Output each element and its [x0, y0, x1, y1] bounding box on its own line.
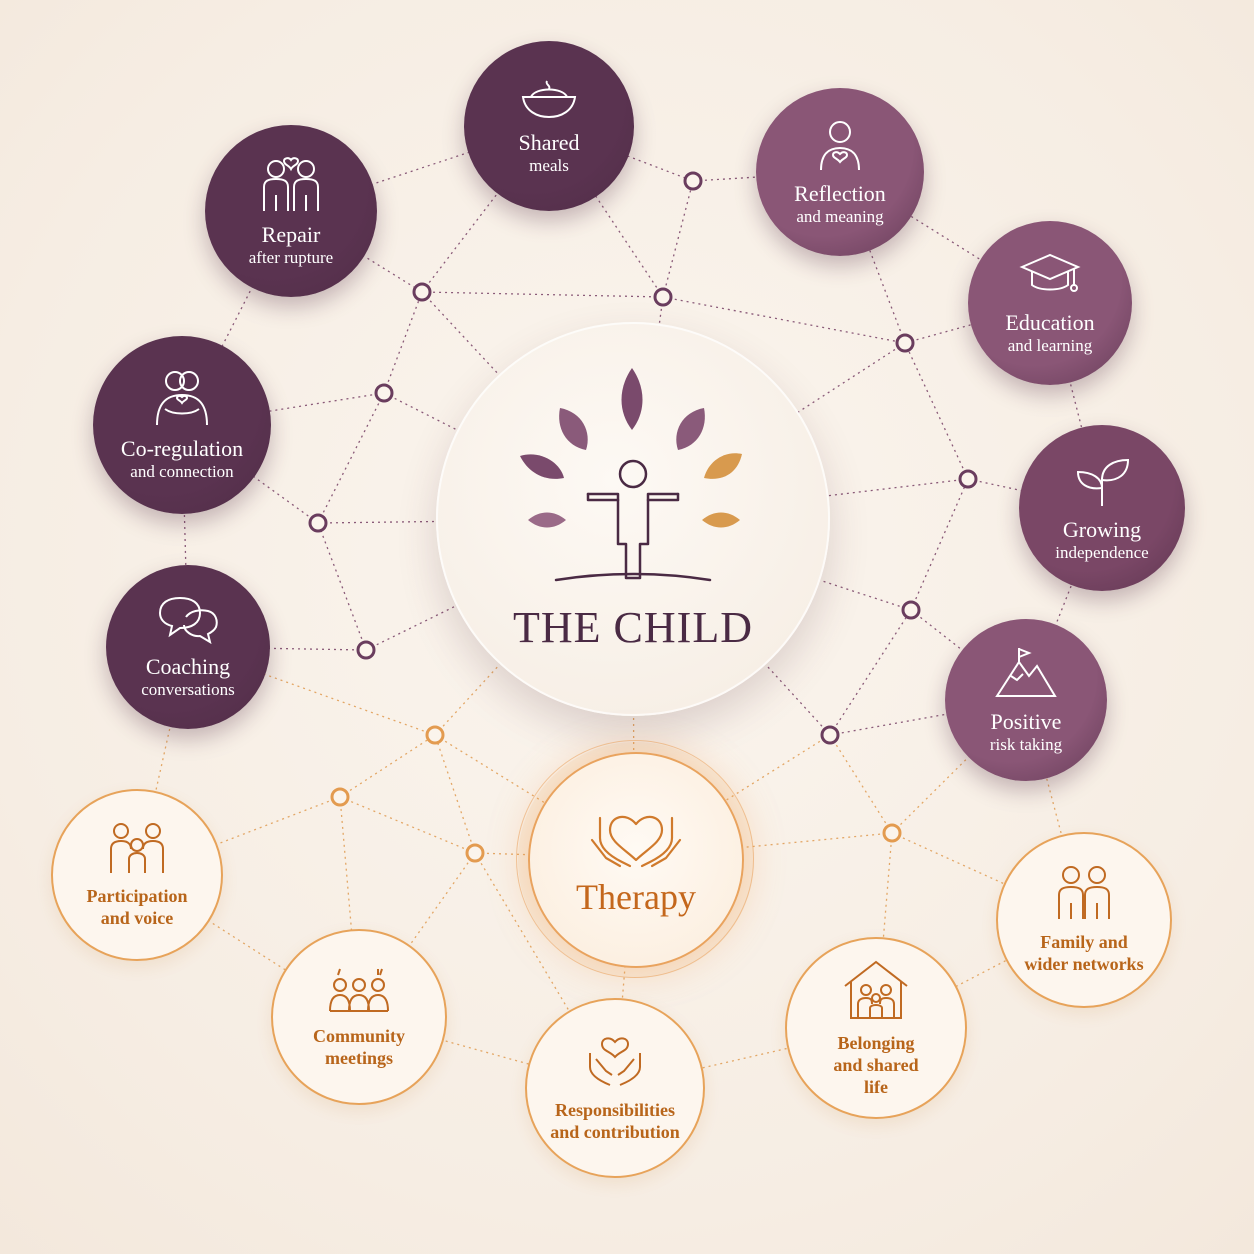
connection-line [904, 302, 1051, 344]
connection-line [632, 518, 912, 611]
center-the-child: THE CHILD [436, 322, 830, 716]
connector-node [958, 469, 978, 489]
connector-node [374, 383, 394, 403]
mountain-flag-icon [993, 646, 1059, 704]
node-label-line1: Positive [990, 708, 1062, 734]
connection-line [829, 609, 912, 736]
connection-line [339, 796, 476, 854]
node-label-line3: life [864, 1077, 888, 1097]
connection-line [317, 522, 367, 651]
connection-line [317, 392, 385, 524]
house-family-icon [841, 958, 911, 1026]
node-label-line1: Belonging [837, 1033, 915, 1053]
connector-node [308, 513, 328, 533]
connector-node [356, 640, 376, 660]
node-label-line1: Community [312, 1026, 405, 1046]
node-label-line2: conversations [141, 679, 235, 699]
connection-line [181, 392, 385, 426]
connection-line [632, 518, 831, 736]
connection-line [434, 518, 634, 736]
connector-node [425, 725, 445, 745]
node-label-line1: Reflection [794, 180, 886, 206]
node-label-line2: and learning [1007, 335, 1093, 355]
connection-line [1025, 507, 1103, 701]
hands-heart-icon [584, 1033, 646, 1093]
node-label-line1: Participation [86, 886, 188, 906]
connection-line [187, 646, 436, 736]
node-label-line1: Repair [261, 221, 321, 247]
node-label-line1: Coaching [145, 653, 231, 679]
connector-node [895, 333, 915, 353]
therapy-glow-ring [516, 740, 754, 978]
node-label-line2: and voice [100, 908, 174, 928]
embrace-icon [151, 369, 213, 431]
node-label-line2: risk taking [989, 734, 1063, 754]
node-label-line2: and contribution [550, 1122, 680, 1142]
node-label-line1: Growing [1062, 516, 1142, 542]
connection-line [383, 291, 423, 394]
connector-node [330, 787, 350, 807]
connection-line [358, 1016, 616, 1089]
node-label-line2: wider networks [1024, 954, 1144, 974]
node-label-line2: and connection [130, 461, 234, 481]
person-heart-icon [813, 118, 867, 176]
bowl-icon [517, 77, 581, 125]
hands-heart-icon [590, 815, 682, 868]
speech-bubbles-icon [156, 595, 220, 649]
therapy-hub: Therapy [528, 752, 744, 968]
node-label-line2: after rupture [248, 247, 334, 267]
connector-node [465, 843, 485, 863]
connection-line [662, 180, 694, 298]
node-label-line2: and meaning [796, 206, 884, 226]
node-label-line1: Education [1005, 309, 1095, 335]
two-people-icon [1054, 865, 1114, 925]
connector-node [820, 725, 840, 745]
connector-node [901, 600, 921, 620]
family-group-icon [105, 821, 169, 879]
connection-line [829, 734, 893, 834]
connection-line [904, 342, 969, 480]
graduation-cap-icon [1018, 251, 1082, 305]
connector-node [412, 282, 432, 302]
node-label-line1: Family and [1040, 932, 1128, 952]
node-label-line1: Shared [518, 129, 580, 155]
connector-node [882, 823, 902, 843]
node-label-line2: meetings [325, 1048, 393, 1068]
node-label-line1: Responsibilities [554, 1100, 676, 1120]
connection-line [662, 296, 906, 344]
connection-line [181, 210, 292, 426]
two-people-heart-icon [256, 155, 326, 217]
connector-node [653, 287, 673, 307]
center-title: THE CHILD [513, 603, 753, 652]
child-tree-icon [520, 368, 742, 582]
node-label-line1: Co-regulation [120, 435, 244, 461]
therapy-title: Therapy [576, 877, 696, 917]
group-meeting-icon [326, 965, 392, 1019]
node-label-line2: independence [1055, 542, 1149, 562]
connection-line [339, 796, 360, 1018]
node-label-line2: and shared [833, 1055, 919, 1075]
connection-line [434, 734, 476, 854]
connection-line [910, 478, 969, 611]
sprout-icon [1072, 454, 1132, 512]
connector-node [683, 171, 703, 191]
connection-line [548, 125, 664, 298]
connection-line [339, 734, 436, 798]
connection-line [421, 291, 664, 298]
node-label-line2: meals [529, 155, 569, 175]
